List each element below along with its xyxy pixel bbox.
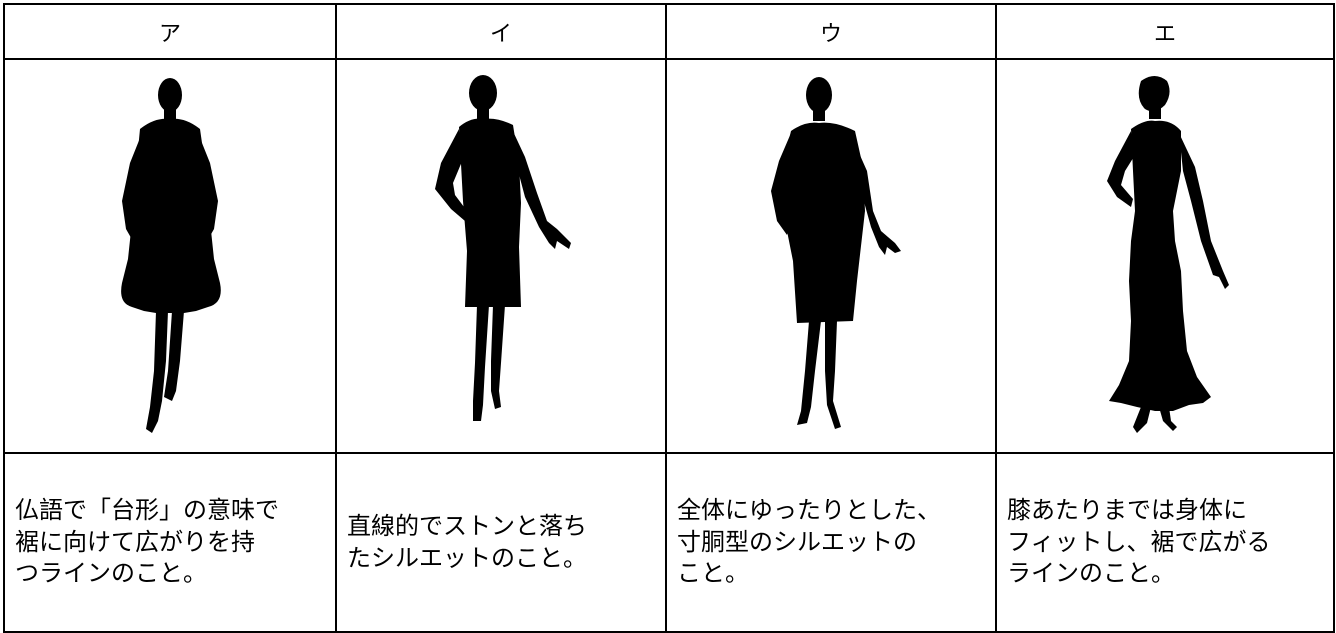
description-i: 直線的でストンと落ち たシルエットのこと。 [347,511,587,572]
mermaid-gown-silhouette-icon [1107,76,1229,433]
figure-cell-e [995,58,1335,454]
box-dress-silhouette-icon [771,77,901,429]
silhouette-table: ア イ ウ エ [3,3,1335,633]
description-u: 全体にゆったりとした、 寸胴型のシルエットの こと。 [677,495,941,588]
description-cell-e: 膝あたりまでは身体に フィットし、裾で広がる ラインのこと。 [995,452,1335,633]
description-e: 膝あたりまでは身体に フィットし、裾で広がる ラインのこと。 [1007,495,1271,588]
column-label-e: エ [995,3,1335,60]
description-cell-a: 仏語で「台形」の意味で 裾に向けて広がりを持 つラインのこと。 [3,452,337,633]
description-cell-i: 直線的でストンと落ち たシルエットのこと。 [335,452,667,633]
description-cell-u: 全体にゆったりとした、 寸胴型のシルエットの こと。 [665,452,997,633]
column-label-i: イ [335,3,667,60]
figure-cell-i [335,58,667,454]
description-a: 仏語で「台形」の意味で 裾に向けて広がりを持 つラインのこと。 [15,495,279,588]
figure-cell-a [3,58,337,454]
description-row: 仏語で「台形」の意味で 裾に向けて広がりを持 つラインのこと。 直線的でストンと… [3,452,1335,633]
figure-cell-u [665,58,997,454]
column-label-u: ウ [665,3,997,60]
column-label-a: ア [3,3,337,60]
a-line-coat-silhouette-icon [121,78,221,433]
straight-dress-silhouette-icon [435,75,571,421]
header-row: ア イ ウ エ [3,3,1335,60]
figure-row [3,58,1335,454]
